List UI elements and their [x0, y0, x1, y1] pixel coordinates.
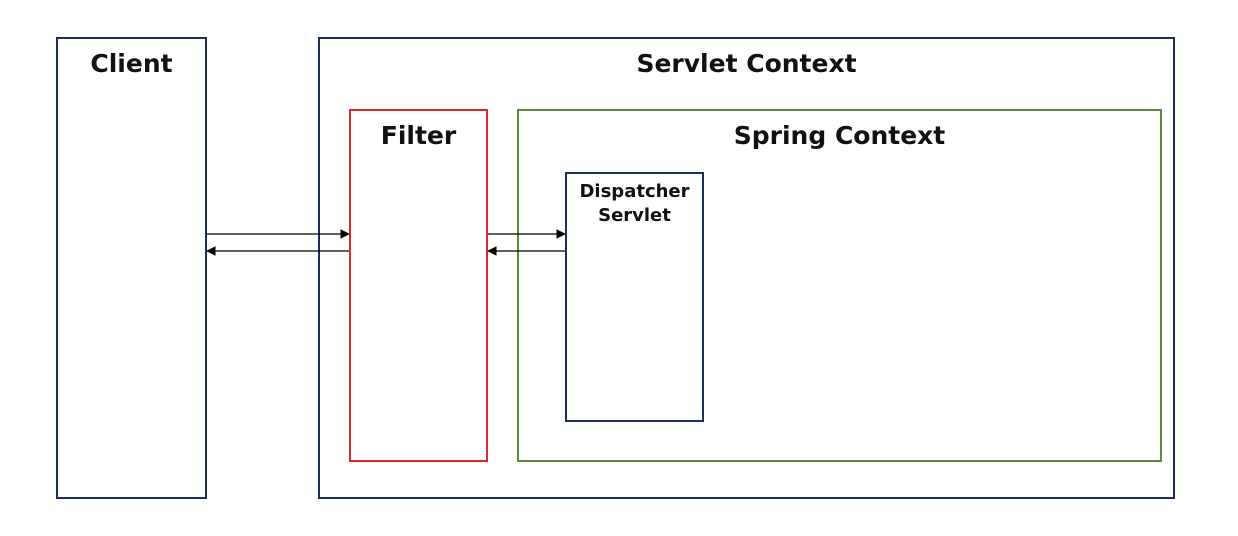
- servlet-context-box: Servlet Context: [318, 37, 1175, 499]
- filter-label: Filter: [380, 121, 457, 150]
- spring-context-label: Spring Context: [733, 121, 946, 150]
- client-box: Client: [56, 37, 207, 499]
- spring-context-box: Spring Context: [517, 109, 1162, 462]
- dispatcher-servlet-box: Dispatcher Servlet: [565, 172, 704, 422]
- filter-box: Filter: [349, 109, 488, 462]
- servlet-context-label: Servlet Context: [636, 49, 857, 78]
- dispatcher-servlet-label: Dispatcher Servlet: [579, 181, 690, 226]
- client-label: Client: [90, 49, 173, 78]
